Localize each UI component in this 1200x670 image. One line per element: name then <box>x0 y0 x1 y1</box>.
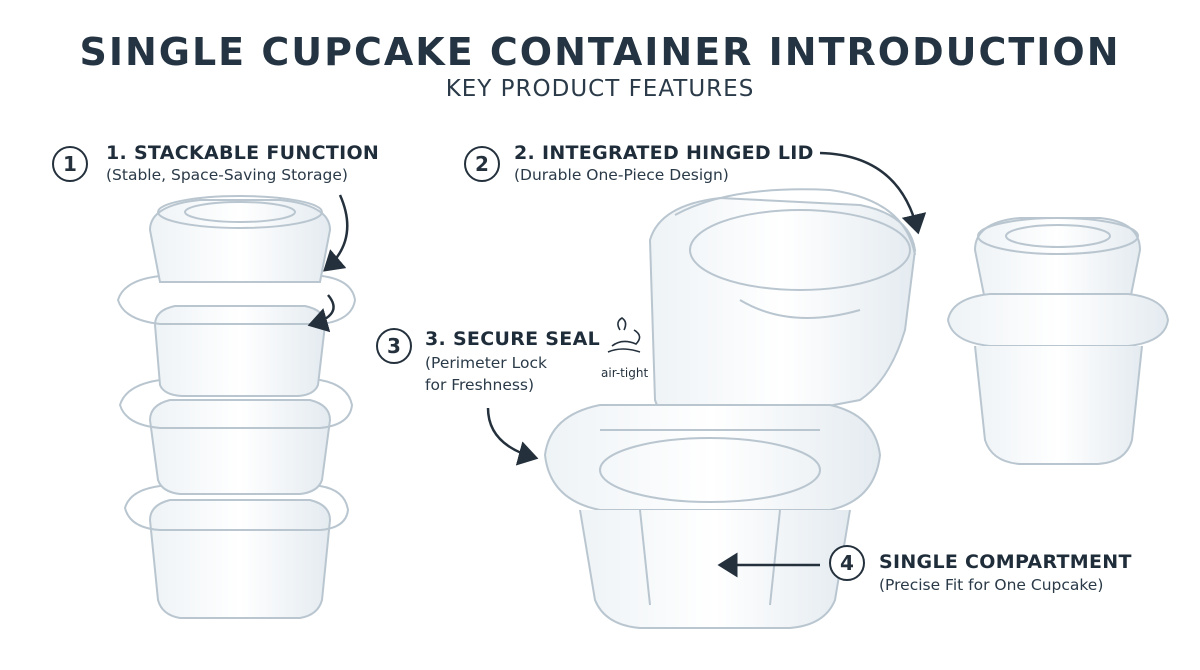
arrow-secure-seal <box>486 407 539 466</box>
feature-number-badge: 4 <box>829 545 865 581</box>
page-subtitle: KEY PRODUCT FEATURES <box>445 76 755 102</box>
feature-title: 1. STACKABLE FUNCTION <box>106 142 380 164</box>
open-hinged-container <box>543 188 917 629</box>
arrow-stackable <box>323 194 349 272</box>
feature-title: 2. INTEGRATED HINGED LID <box>514 142 814 164</box>
air-tight-label: air-tight <box>601 366 649 380</box>
arrow-hinged-lid <box>819 151 927 235</box>
feature-description: (Stable, Space-Saving Storage) <box>106 166 348 184</box>
stacked-containers <box>116 195 357 619</box>
callout-arrows <box>307 151 927 578</box>
feature-number-badge: 3 <box>376 328 412 364</box>
feature-title: SINGLE COMPARTMENT <box>879 551 1132 573</box>
feature-description: (Durable One-Piece Design) <box>514 166 729 184</box>
feature-description-line2: for Freshness) <box>425 376 535 394</box>
closed-container <box>946 217 1170 465</box>
feature-description: (Precise Fit for One Cupcake) <box>879 576 1104 594</box>
feature-title: 3. SECURE SEAL <box>425 328 600 350</box>
feature-number-badge: 1 <box>52 146 88 182</box>
air-tight-icon <box>607 317 641 353</box>
feature-description-line1: (Perimeter Lock <box>425 354 547 372</box>
arrow-stackable-2 <box>307 294 335 333</box>
page-title: SINGLE CUPCAKE CONTAINER INTRODUCTION <box>79 30 1121 74</box>
feature-number-badge: 2 <box>464 146 500 182</box>
